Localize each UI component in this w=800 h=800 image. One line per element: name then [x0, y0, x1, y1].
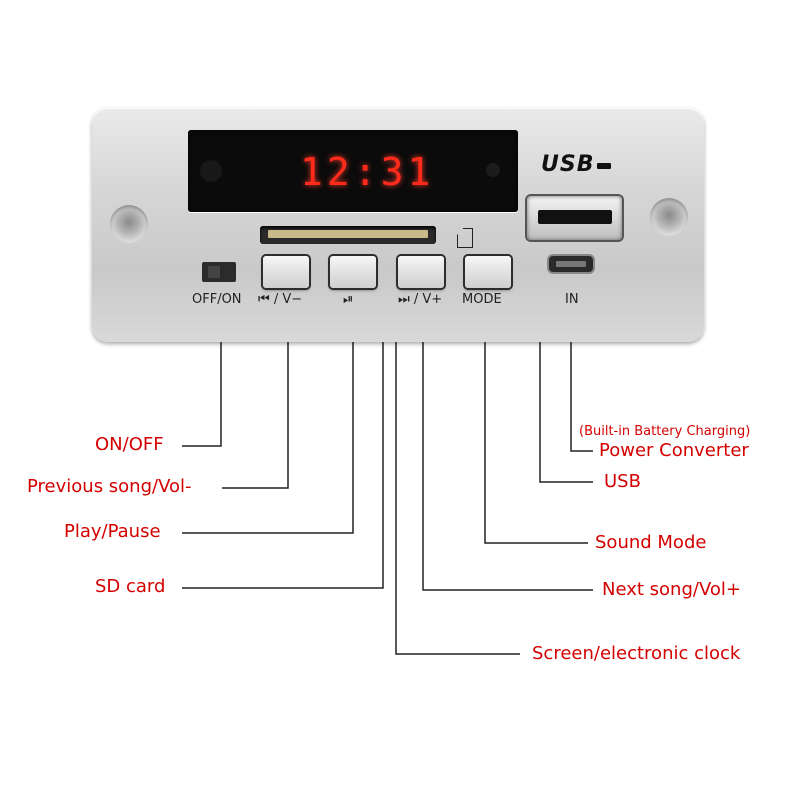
leader-sd-card: [182, 236, 384, 589]
callout-on-off: ON/OFF: [95, 434, 164, 455]
indicator-led: [486, 163, 500, 177]
leader-previous: [222, 290, 289, 489]
callout-previous: Previous song/Vol-: [27, 476, 192, 497]
led-display: [188, 130, 518, 212]
callout-screen: Screen/electronic clock: [532, 643, 741, 664]
callout-next: Next song/Vol+: [602, 579, 741, 600]
label-next: ⏭ / V+: [398, 292, 443, 307]
clock-readout: 12:31: [300, 150, 435, 194]
label-off-on: OFF/ON: [192, 292, 242, 307]
callout-usb: USB: [604, 471, 641, 492]
prev-button[interactable]: [263, 256, 309, 288]
callout-sound-mode: Sound Mode: [595, 532, 707, 553]
label-prev: ⏮ / V−: [258, 292, 303, 307]
mode-button[interactable]: [465, 256, 511, 288]
leader-screen: [395, 212, 520, 655]
leader-next: [422, 290, 593, 591]
sd-card-icon: [457, 228, 473, 248]
power-switch-knob[interactable]: [208, 266, 220, 278]
usb-plug-icon: [597, 163, 611, 169]
play-pause-button[interactable]: [330, 256, 376, 288]
next-button[interactable]: [398, 256, 444, 288]
usb-port-tongue: [538, 210, 612, 224]
label-play: ⏯: [343, 292, 354, 307]
leader-play-pause: [182, 290, 354, 534]
callout-battery-note: (Built-in Battery Charging): [579, 424, 751, 439]
usb-logo: USB: [541, 152, 595, 177]
leader-sound-mode: [484, 290, 588, 544]
mounting-hole-right: [650, 198, 688, 236]
callout-play-pause: Play/Pause: [64, 521, 161, 542]
callout-power-converter: Power Converter: [599, 440, 749, 461]
ir-receiver: [200, 160, 222, 182]
label-in: IN: [565, 292, 579, 307]
mounting-hole-left: [110, 205, 148, 243]
mini-usb-pins: [556, 261, 586, 267]
sd-card: [268, 230, 428, 238]
label-mode: MODE: [462, 292, 502, 307]
callout-sd-card: SD card: [95, 576, 166, 597]
